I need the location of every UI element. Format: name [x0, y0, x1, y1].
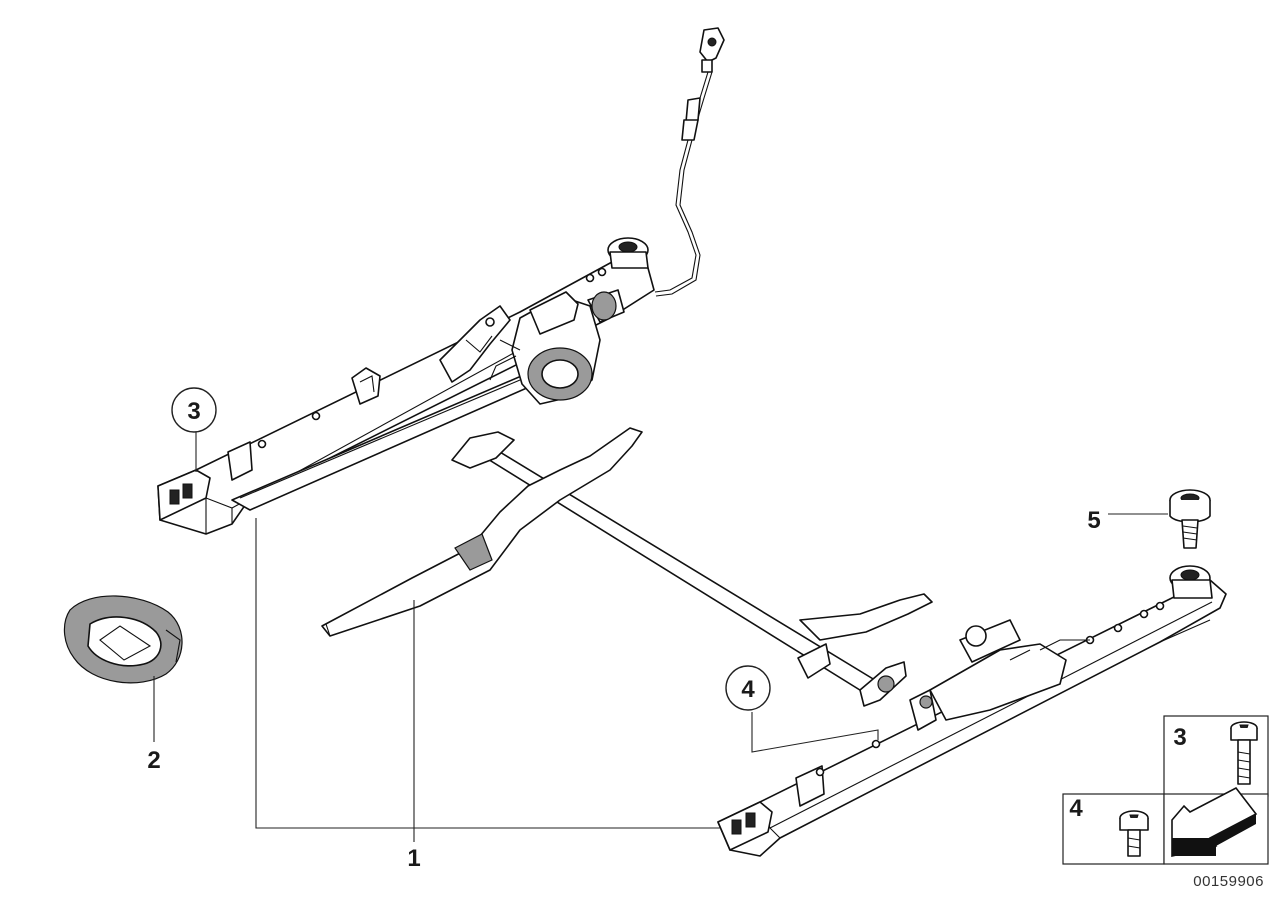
screw-inset-box: 3 4	[1062, 715, 1269, 865]
electrical-cable[interactable]	[654, 27, 725, 297]
leader-lines	[153, 430, 1168, 842]
inset-label-4: 4	[1069, 795, 1083, 822]
callout-label-1: 1	[407, 845, 420, 872]
reference-number: 00159906	[1193, 873, 1264, 890]
cover-cap-part-2[interactable]	[63, 595, 183, 684]
callout-label-5: 5	[1087, 507, 1100, 534]
callout-label-2: 2	[147, 747, 160, 774]
callout-label-4: 4	[741, 676, 755, 703]
inset-label-3: 3	[1173, 724, 1186, 751]
callout-3: 3	[171, 387, 217, 433]
seat-frame-crossmember[interactable]	[321, 427, 933, 707]
screw-3-icon	[1230, 721, 1258, 785]
callout-label-3: 3	[187, 398, 200, 425]
screw-4-icon	[1119, 810, 1149, 857]
callout-4: 4	[725, 665, 771, 711]
direction-arrow-icon	[1171, 786, 1258, 858]
bolt-part-5[interactable]	[1169, 489, 1211, 549]
upper-seat-rail[interactable]	[157, 237, 655, 535]
lower-seat-rail[interactable]	[717, 565, 1227, 857]
